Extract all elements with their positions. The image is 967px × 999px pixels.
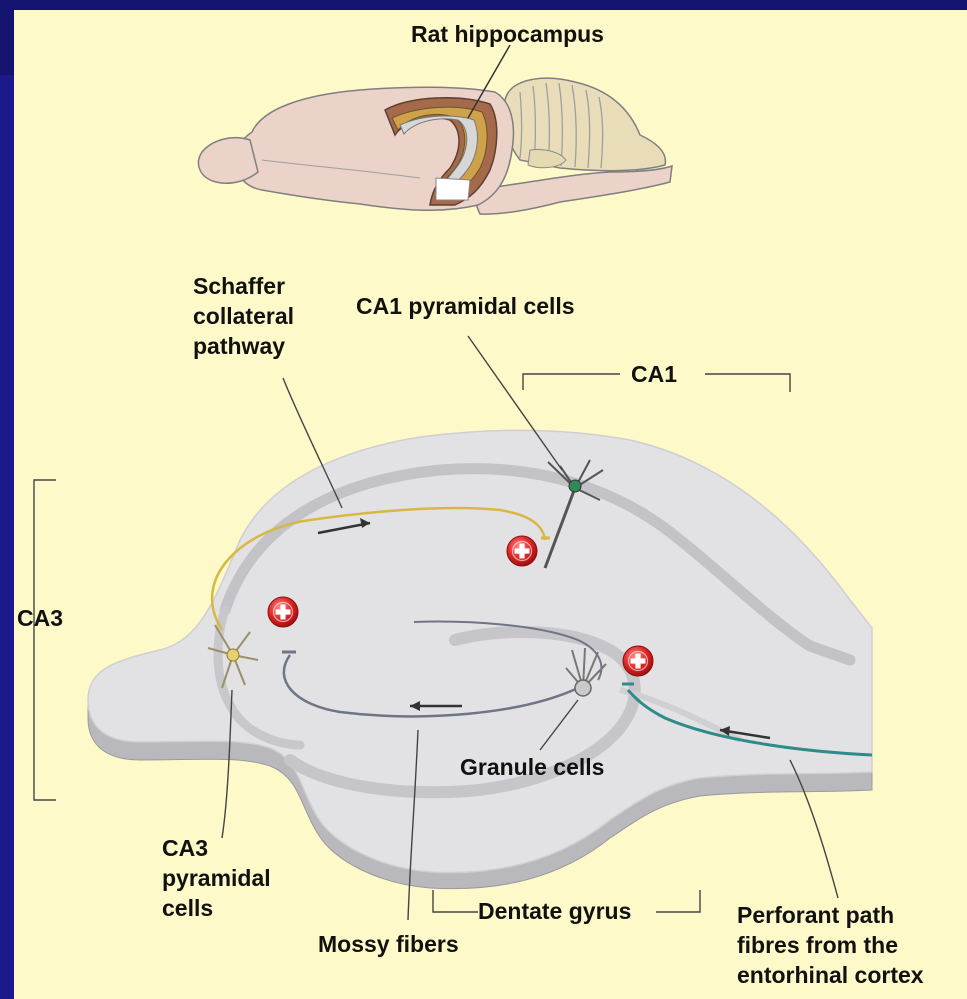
dentate-bracket-right	[656, 890, 700, 912]
ca3-bracket	[34, 480, 56, 800]
ca1-pyramidal-cells-label: CA1 pyramidal cells	[356, 291, 575, 321]
excitatory-plus-icon-dentate	[623, 646, 653, 676]
perforant-line-1: Perforant path	[737, 900, 924, 930]
perforant-line-2: fibres from the	[737, 930, 924, 960]
olfactory-bulb	[198, 138, 258, 184]
mossy-fibers-label: Mossy fibers	[318, 929, 459, 959]
ca3-pyramidal-cells-label: CA3 pyramidal cells	[162, 833, 271, 923]
ca1-bracket-left	[523, 374, 620, 390]
ca1-label: CA1	[631, 359, 677, 389]
excitatory-plus-icon-ca1	[507, 536, 537, 566]
perforant-line-3: entorhinal cortex	[737, 960, 924, 990]
dentate-gyrus-label: Dentate gyrus	[478, 896, 631, 926]
perforant-path-label: Perforant path fibres from the entorhina…	[737, 900, 924, 990]
dentate-bracket-left	[433, 890, 478, 912]
cerebellum	[503, 78, 665, 171]
ca3-label: CA3	[17, 603, 63, 633]
rat-brain	[198, 45, 672, 214]
schaffer-collateral-label: Schaffer collateral pathway	[193, 271, 294, 361]
ca1-bracket-right	[705, 374, 790, 392]
slice-surface	[88, 430, 872, 872]
schaffer-line-2: collateral	[193, 301, 294, 331]
schaffer-line-1: Schaffer	[193, 271, 294, 301]
excitatory-plus-icon-ca3	[268, 597, 298, 627]
schaffer-line-3: pathway	[193, 331, 294, 361]
hippocampal-slice	[88, 430, 872, 888]
ca3-cells-line-3: cells	[162, 893, 271, 923]
title-label: Rat hippocampus	[411, 19, 604, 49]
ca3-cells-line-2: pyramidal	[162, 863, 271, 893]
granule-cells-label: Granule cells	[460, 752, 604, 782]
ca3-cells-line-1: CA3	[162, 833, 271, 863]
